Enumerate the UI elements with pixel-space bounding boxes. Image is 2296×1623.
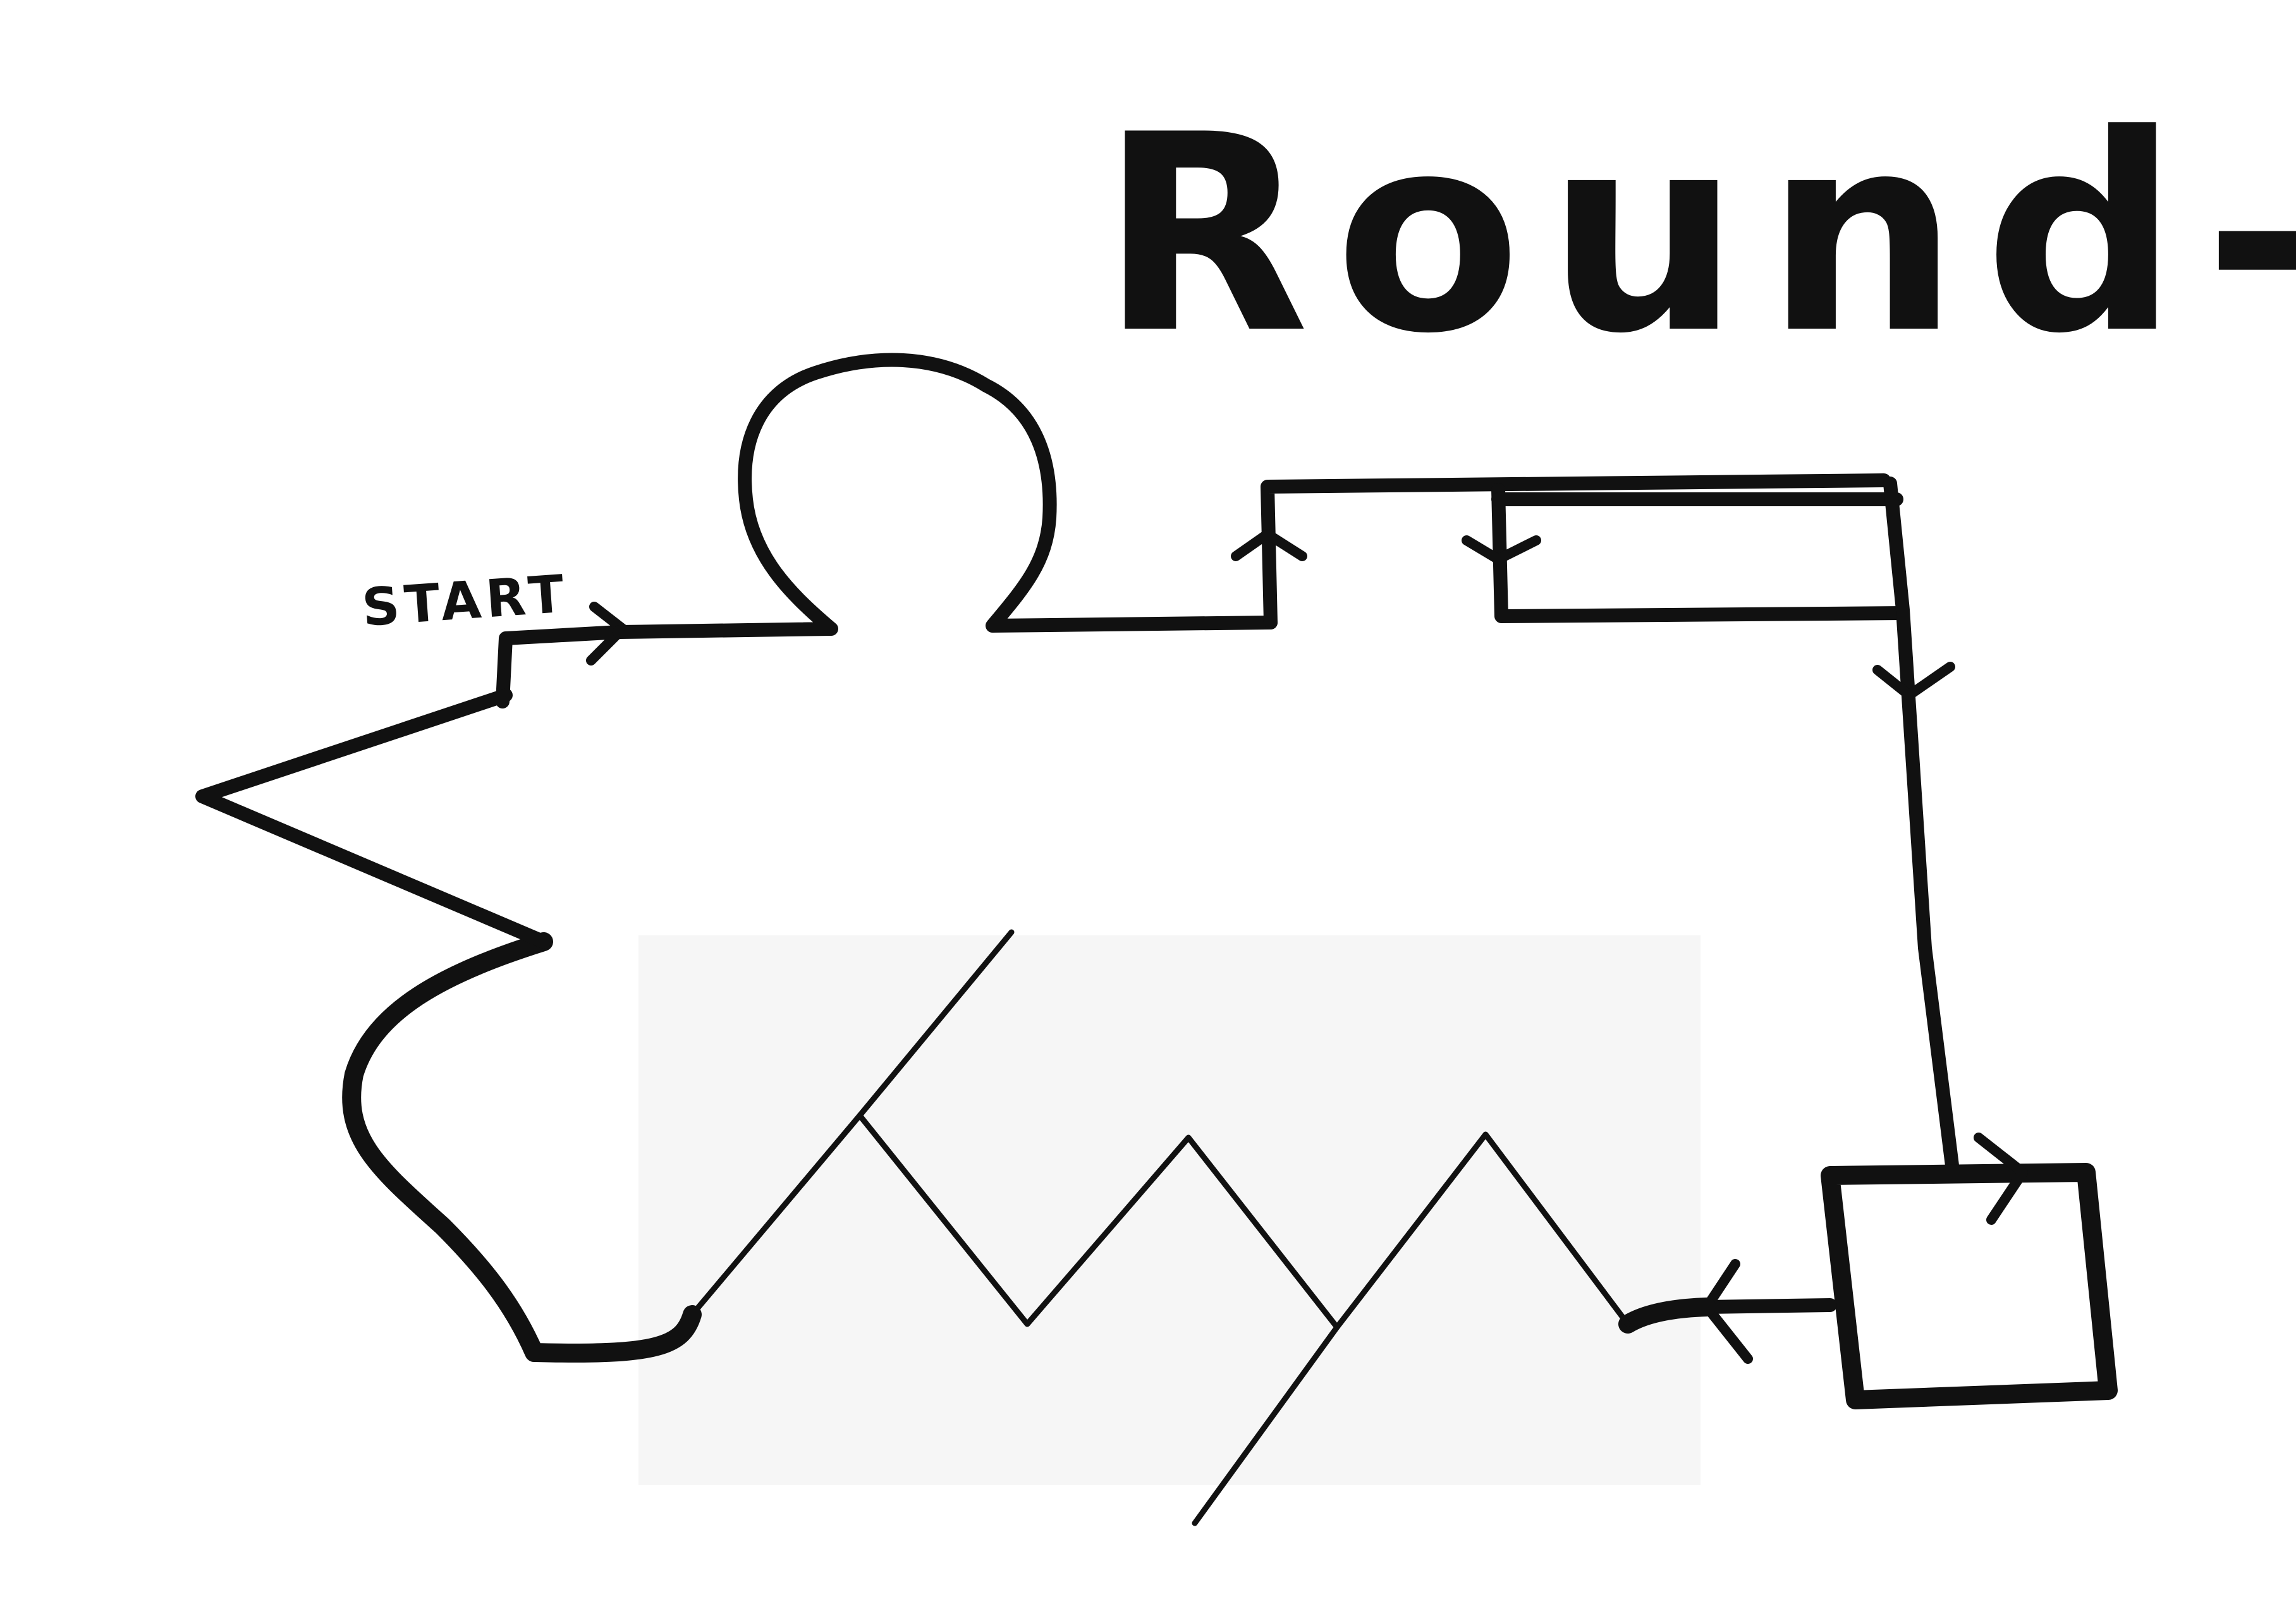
left-arrow-from-box (1700, 1259, 1837, 1364)
left-curve-path (342, 932, 702, 1363)
right-descending-line (1872, 477, 1960, 1182)
step-up-connector (1231, 473, 1891, 629)
bottom-right-box (1821, 1133, 2118, 1409)
loop-path (613, 353, 1278, 639)
left-zigzag (195, 688, 551, 949)
pasted-paper-patch (638, 935, 1701, 1485)
start-label: START (360, 564, 571, 638)
zigzag-upper-branch (857, 929, 1015, 1119)
rectangular-block (1462, 483, 1910, 623)
zigzag-lower-branch (1192, 1324, 1340, 1526)
zigzag-right-stub (1618, 1298, 1716, 1334)
diagram-title: Round-2 (1100, 77, 2296, 393)
